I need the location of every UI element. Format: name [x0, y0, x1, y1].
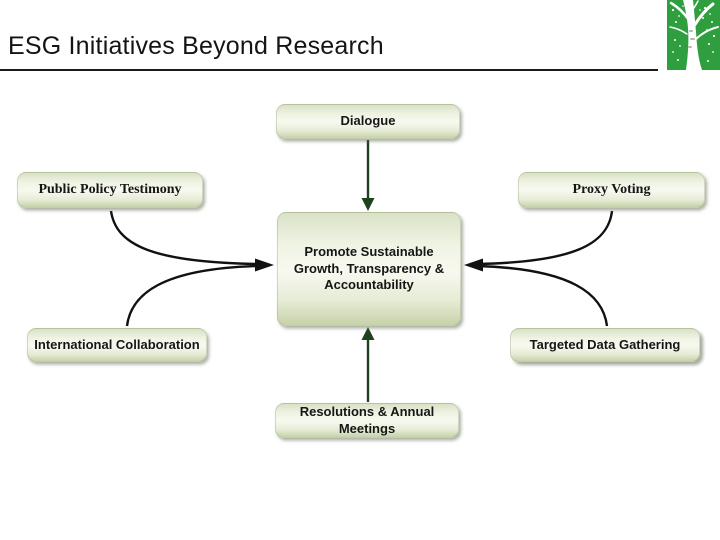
arrowhead-left-icon — [464, 258, 483, 272]
tree-logo — [667, 0, 720, 70]
node-international-collaboration: International Collaboration — [27, 328, 207, 362]
title-underline — [0, 69, 658, 71]
node-targeted-data-label: Targeted Data Gathering — [529, 336, 681, 352]
node-intl-collab-label: International Collaboration — [34, 336, 200, 352]
node-dialogue-label: Dialogue — [340, 113, 396, 129]
arrow-intl-collab-to-center — [125, 264, 257, 327]
arrowhead-down-icon — [361, 198, 375, 211]
node-targeted-data-gathering: Targeted Data Gathering — [510, 328, 700, 362]
arrow-proxy-voting-to-center — [477, 210, 614, 266]
arrow-targeted-data-to-center — [477, 264, 609, 327]
arrow-public-policy-to-center — [109, 210, 257, 266]
arrowhead-up-icon — [361, 327, 375, 340]
node-center-promote-sustainable: Promote Sustainable Growth, Transparency… — [277, 212, 461, 326]
tree-icon — [667, 0, 720, 70]
node-public-policy-label: Public Policy Testimony — [38, 181, 182, 197]
page-title: ESG Initiatives Beyond Research — [8, 32, 384, 60]
arrowhead-right-icon — [255, 258, 274, 272]
node-center-label: Promote Sustainable Growth, Transparency… — [293, 243, 445, 293]
node-public-policy-testimony: Public Policy Testimony — [17, 172, 203, 208]
node-resolutions-label: Resolutions & Annual Meetings — [299, 403, 435, 436]
node-dialogue: Dialogue — [276, 104, 460, 139]
node-proxy-voting: Proxy Voting — [518, 172, 705, 208]
node-resolutions-annual-meetings: Resolutions & Annual Meetings — [275, 403, 459, 438]
node-proxy-voting-label: Proxy Voting — [572, 181, 651, 197]
